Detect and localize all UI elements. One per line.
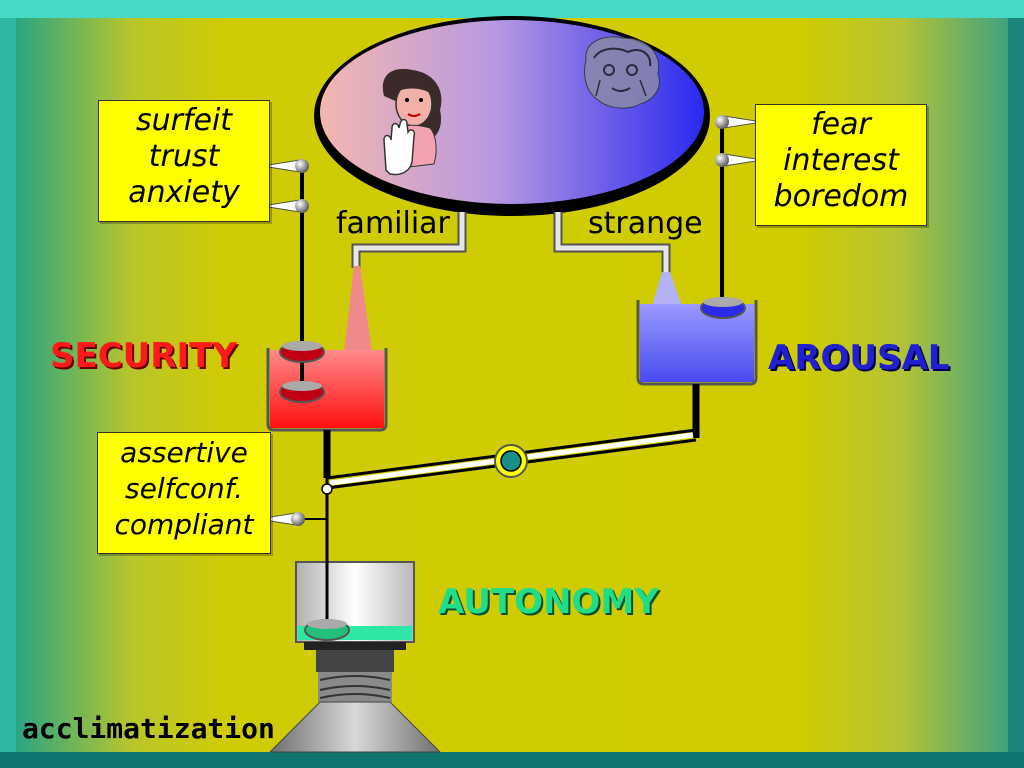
junction-dot <box>321 483 333 495</box>
frame-bottom-bevel <box>0 752 1024 768</box>
arousal-state-interest: interest <box>783 143 899 178</box>
security-float-upper <box>279 341 325 363</box>
autonomy-title: AUTONOMY <box>438 582 659 622</box>
security-float-lower <box>279 381 325 403</box>
autonomy-state-assertive: assertive <box>120 436 248 469</box>
old-man-face-icon <box>584 36 660 109</box>
frame-right-bevel <box>1008 0 1024 768</box>
arousal-float <box>700 297 746 319</box>
security-states-box: surfeit trust anxiety <box>98 100 270 222</box>
arousal-states-box: fear interest boredom <box>755 104 927 226</box>
autonomy-state-selfconf: selfconf. <box>125 472 243 505</box>
woman-stop-hand-icon <box>382 68 442 176</box>
pointer-interest <box>715 153 763 167</box>
security-title: SECURITY <box>50 336 237 376</box>
seesaw-pivot <box>494 444 528 478</box>
frame-left-bevel <box>0 0 16 768</box>
strange-pipe <box>553 212 671 276</box>
pointer-compliant <box>257 512 305 526</box>
security-state-anxiety: anxiety <box>128 175 240 210</box>
familiar-stream <box>344 266 372 352</box>
pointer-trust <box>261 199 309 213</box>
strange-stream <box>652 272 682 306</box>
security-state-surfeit: surfeit <box>135 103 233 138</box>
autonomy-beaker <box>268 561 442 753</box>
strange-label: strange <box>588 206 703 241</box>
arousal-state-fear: fear <box>811 107 871 142</box>
familiar-pipe <box>351 212 467 268</box>
arousal-title: AROUSAL <box>768 338 950 378</box>
autonomy-states-box: assertive selfconf. compliant <box>97 432 271 554</box>
familiar-label: familiar <box>336 206 450 241</box>
arousal-state-boredom: boredom <box>773 179 909 214</box>
perception-ellipse <box>314 16 710 216</box>
autonomy-float <box>304 619 350 641</box>
security-state-trust: trust <box>148 139 220 174</box>
autonomy-state-compliant: compliant <box>114 508 254 541</box>
pointer-fear <box>715 115 763 129</box>
acclimatization-label: acclimatization <box>22 712 275 745</box>
frame-top-bevel <box>0 0 1024 18</box>
pointer-anxiety <box>261 159 309 173</box>
